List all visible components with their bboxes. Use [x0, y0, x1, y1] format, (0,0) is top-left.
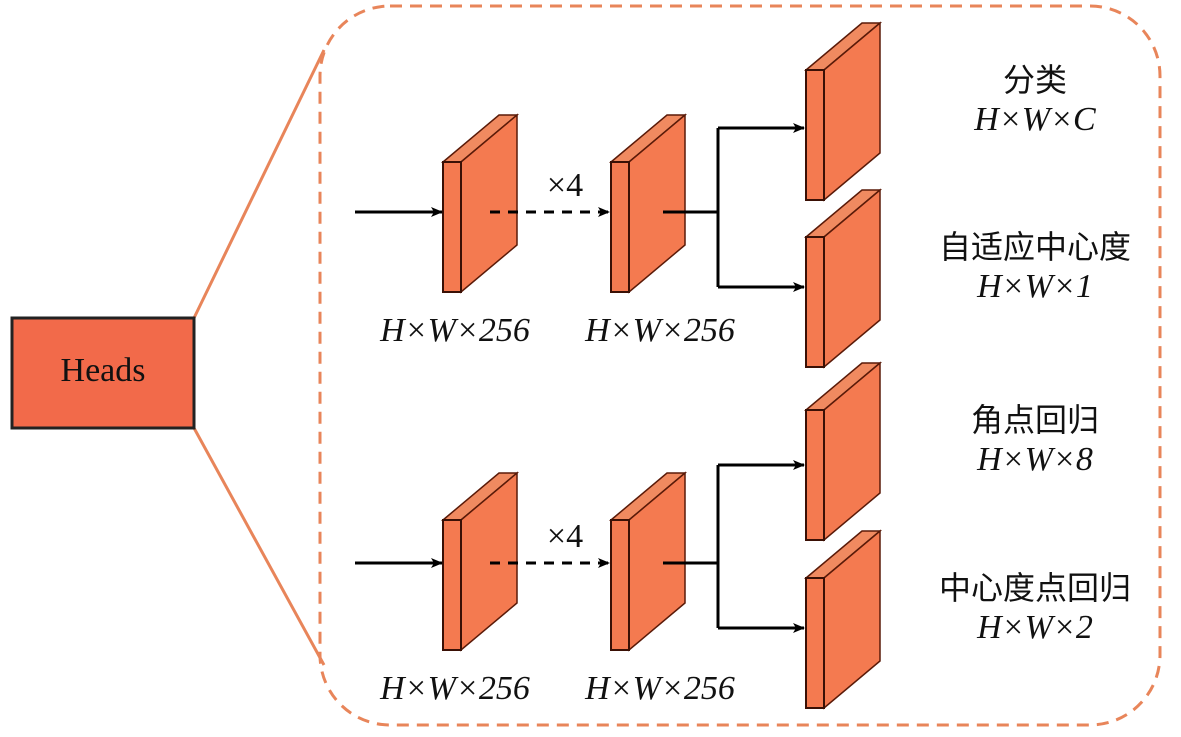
- dim-label-mid: H×W×256: [585, 312, 735, 349]
- output-name: 角点回归: [970, 401, 1099, 439]
- output-dim: H×W×2: [977, 609, 1093, 646]
- output-block-角点回归: [803, 361, 883, 542]
- heads-box: [10, 316, 196, 430]
- dim-label-input: H×W×256: [380, 670, 530, 707]
- repeat-label: ×4: [546, 518, 584, 555]
- output-block-中心度点回归: [803, 529, 883, 710]
- feature-block-mid: [608, 471, 688, 652]
- output-name: 分类: [1002, 61, 1067, 99]
- output-block-分类: [803, 21, 883, 202]
- dim-label-input: H×W×256: [380, 312, 530, 349]
- output-dim: H×W×C: [974, 101, 1096, 138]
- feature-block-mid: [608, 113, 688, 294]
- heads-zoom-border: [318, 4, 1162, 727]
- dim-label-mid: H×W×256: [585, 670, 735, 707]
- feature-block-input: [440, 471, 520, 652]
- output-name: 中心度点回归: [938, 569, 1131, 607]
- output-block-自适应中心度: [803, 188, 883, 369]
- output-name: 自适应中心度: [938, 228, 1131, 266]
- feature-block-input: [440, 113, 520, 294]
- zoom-line-bottom: [192, 427, 326, 666]
- output-dim: H×W×8: [977, 441, 1093, 478]
- zoom-line-top: [192, 49, 326, 319]
- output-dim: H×W×1: [977, 268, 1093, 305]
- heads-label: Heads: [60, 352, 146, 389]
- repeat-label: ×4: [546, 167, 584, 204]
